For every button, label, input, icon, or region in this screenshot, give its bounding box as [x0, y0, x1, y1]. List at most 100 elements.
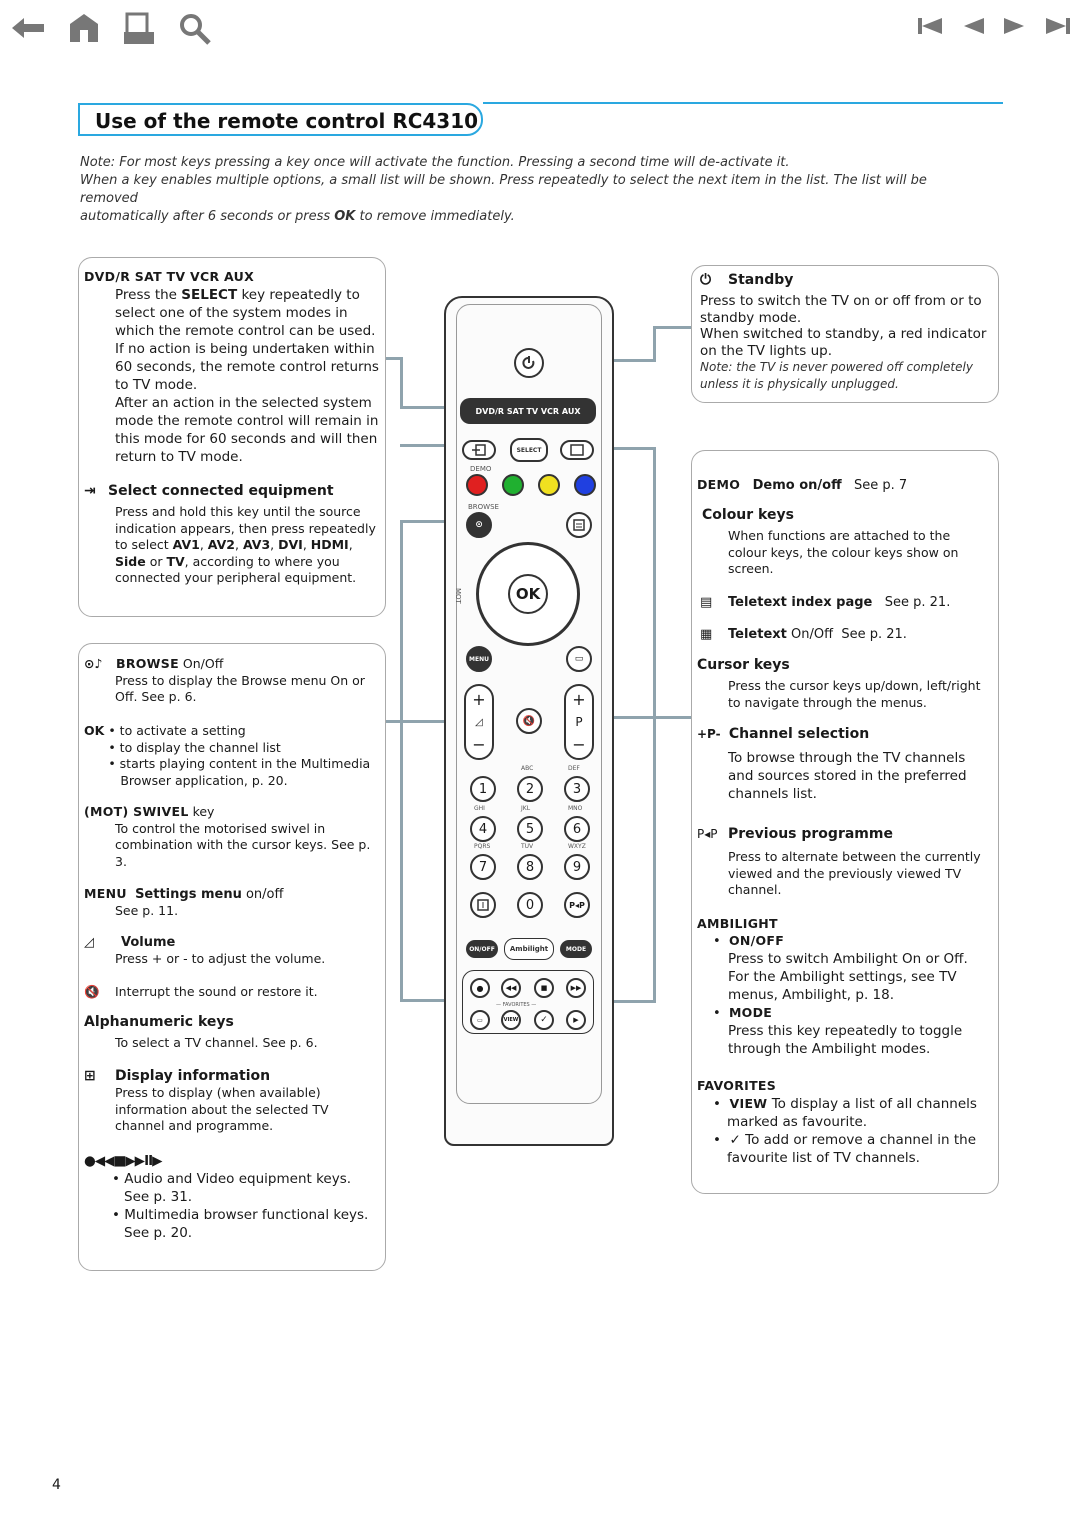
teletext-button[interactable]	[566, 512, 592, 538]
teletext-index-icon: ▤	[700, 595, 713, 610]
multimedia-button[interactable]: ▭	[470, 1010, 490, 1030]
prev-page-icon[interactable]	[962, 16, 984, 48]
connector-line	[400, 357, 458, 409]
blue-button[interactable]	[574, 474, 596, 496]
green-button[interactable]	[502, 474, 524, 496]
channel-rocker[interactable]: +P−	[564, 684, 594, 760]
last-page-icon[interactable]	[1046, 16, 1070, 48]
record-button[interactable]: ●	[470, 978, 490, 998]
remote-control-illustration: DVD/R SAT TV VCR AUX SELECT DEMO BROWSE …	[444, 296, 614, 1146]
digit-9-button[interactable]: 9	[564, 854, 590, 880]
page-title: Use of the remote control RC4310	[78, 103, 483, 136]
favorite-check-button[interactable]: ✓	[534, 1010, 554, 1030]
menu-button[interactable]: MENU	[466, 646, 492, 672]
favorites-label: — FAVORITES —	[496, 1002, 537, 1008]
av-keys-section: ●◀◀■▶▶II▶ • Audio and Video equipment ke…	[84, 1152, 380, 1242]
select-heading: ⇥Select connected equipment	[84, 483, 334, 499]
mode-selector-bar[interactable]: DVD/R SAT TV VCR AUX	[460, 398, 596, 424]
digit-5-button[interactable]: 5	[517, 816, 543, 842]
right-panel-bottom	[691, 450, 999, 1194]
digit-0-button[interactable]: 0	[517, 892, 543, 918]
digit-2-button[interactable]: 2	[517, 776, 543, 802]
cursor-ring[interactable]	[476, 542, 580, 646]
connector-line	[400, 720, 464, 1002]
ambilight-label: Ambilight	[504, 938, 554, 960]
teletext-icon: ▦	[700, 627, 713, 642]
power-icon: ⏻	[700, 272, 712, 288]
next-page-icon[interactable]	[1004, 16, 1026, 48]
display-info-button[interactable]	[470, 892, 496, 918]
connector-line	[594, 447, 656, 1003]
search-icon[interactable]	[178, 12, 212, 45]
digit-letters-label: TUV	[521, 843, 534, 850]
first-page-icon[interactable]	[918, 16, 942, 48]
back-arrow-icon[interactable]	[10, 12, 46, 44]
digit-1-button[interactable]: 1	[470, 776, 496, 802]
header-rule	[483, 102, 1003, 104]
standby-button[interactable]	[514, 348, 544, 378]
digit-3-button[interactable]: 3	[564, 776, 590, 802]
browse-label: BROWSE	[468, 503, 499, 511]
connector-line	[386, 720, 468, 723]
digit-8-button[interactable]: 8	[517, 854, 543, 880]
volume-section: ◿Volume Press + or - to adjust the volum…	[84, 935, 326, 966]
stop-button[interactable]: ■	[534, 978, 554, 998]
digit-6-button[interactable]: 6	[564, 816, 590, 842]
volume-rocker[interactable]: +◿−	[464, 684, 494, 760]
modes-text-2: After an action in the selected system m…	[115, 395, 379, 465]
mute-button[interactable]: 🔇	[516, 708, 542, 734]
browse-section: ⊙♪BROWSE On/Off Press to display the Bro…	[84, 656, 365, 704]
digit-7-button[interactable]: 7	[470, 854, 496, 880]
rewind-button[interactable]: ◀◀	[501, 978, 521, 998]
select-icon: ⇥	[84, 483, 96, 499]
demo-label: DEMO	[470, 465, 492, 473]
digit-letters-label: DEF	[568, 765, 580, 772]
teletext-index-button[interactable]	[560, 440, 594, 460]
standby-section: ⏻Standby Press to switch the TV on or of…	[700, 272, 987, 391]
view-button[interactable]: VIEW	[501, 1010, 521, 1030]
right-panel-top	[691, 265, 999, 403]
yellow-button[interactable]	[538, 474, 560, 496]
digit-letters-label: WXYZ	[568, 843, 586, 850]
left-panel-bottom	[78, 643, 386, 1271]
connector-line	[400, 407, 462, 447]
teletext-index-section: ▤Teletext index page See p. 21.	[700, 595, 951, 610]
digit-4-button[interactable]: 4	[470, 816, 496, 842]
fast-forward-button[interactable]: ▶▶	[566, 978, 586, 998]
channel-section: +P- Channel selection To browse through …	[697, 726, 967, 802]
mute-section: 🔇Interrupt the sound or restore it.	[84, 984, 318, 999]
select-button[interactable]: SELECT	[510, 438, 548, 462]
browse-icon: ⊙♪	[84, 656, 103, 671]
cursor-keys-section: Cursor keys Press the cursor keys up/dow…	[697, 657, 981, 710]
av-keys-icons: ●◀◀■▶▶II▶	[84, 1153, 163, 1169]
left-panel-top	[78, 257, 386, 617]
ambilight-mode-button[interactable]: MODE	[560, 940, 592, 958]
volume-icon: ◿	[84, 935, 94, 950]
mot-label: MOT	[454, 588, 462, 604]
modes-text: Press the SELECT key repeatedly to selec…	[115, 287, 379, 393]
alpha-section: Alphanumeric keys To select a TV channel…	[84, 1014, 318, 1050]
ok-button[interactable]: OK	[508, 574, 548, 614]
browse-button[interactable]: ⊙	[466, 512, 492, 538]
select-text: Press and hold this key until the source…	[115, 504, 376, 585]
digit-letters-label: MNO	[568, 805, 583, 812]
connector-line	[400, 520, 468, 720]
previous-programme-icon: P◂P	[697, 827, 718, 841]
ambilight-onoff-button[interactable]: ON/OFF	[466, 940, 498, 958]
previous-programme-button[interactable]: P◂P	[564, 892, 590, 918]
play-pause-button[interactable]: ▶	[566, 1010, 586, 1030]
print-icon[interactable]	[122, 12, 154, 44]
connector-line	[386, 357, 403, 360]
digit-letters-label: PQRS	[474, 843, 491, 850]
menu-section: MENU Settings menu on/off See p. 11.	[84, 886, 284, 918]
connector-line	[594, 716, 691, 719]
mute-icon: 🔇	[84, 984, 100, 999]
red-button[interactable]	[466, 474, 488, 496]
connector-line	[653, 326, 691, 362]
select-connected-equipment-button[interactable]	[462, 440, 496, 460]
picture-format-button[interactable]: ▭	[566, 646, 592, 672]
modes-section: DVD/R SAT TV VCR AUX Press the SELECT ke…	[84, 268, 380, 466]
demo-section: DEMO Demo on/off See p. 7	[697, 477, 908, 493]
home-icon[interactable]	[68, 12, 100, 44]
